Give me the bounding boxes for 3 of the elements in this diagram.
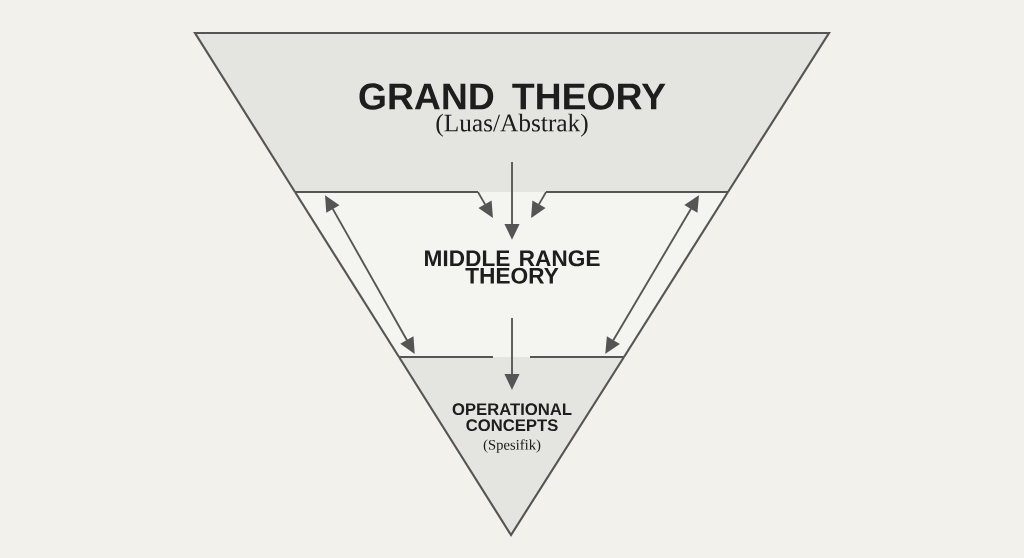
grand-theory-band: GRAND THEORY (Luas/Abstrak)	[193, 31, 831, 193]
heading-text: MIDDLE RANGE THEORY	[425, 250, 600, 284]
operational-concepts-band: OPERATIONAL CONCEPTS (Spesifik)	[398, 356, 625, 537]
